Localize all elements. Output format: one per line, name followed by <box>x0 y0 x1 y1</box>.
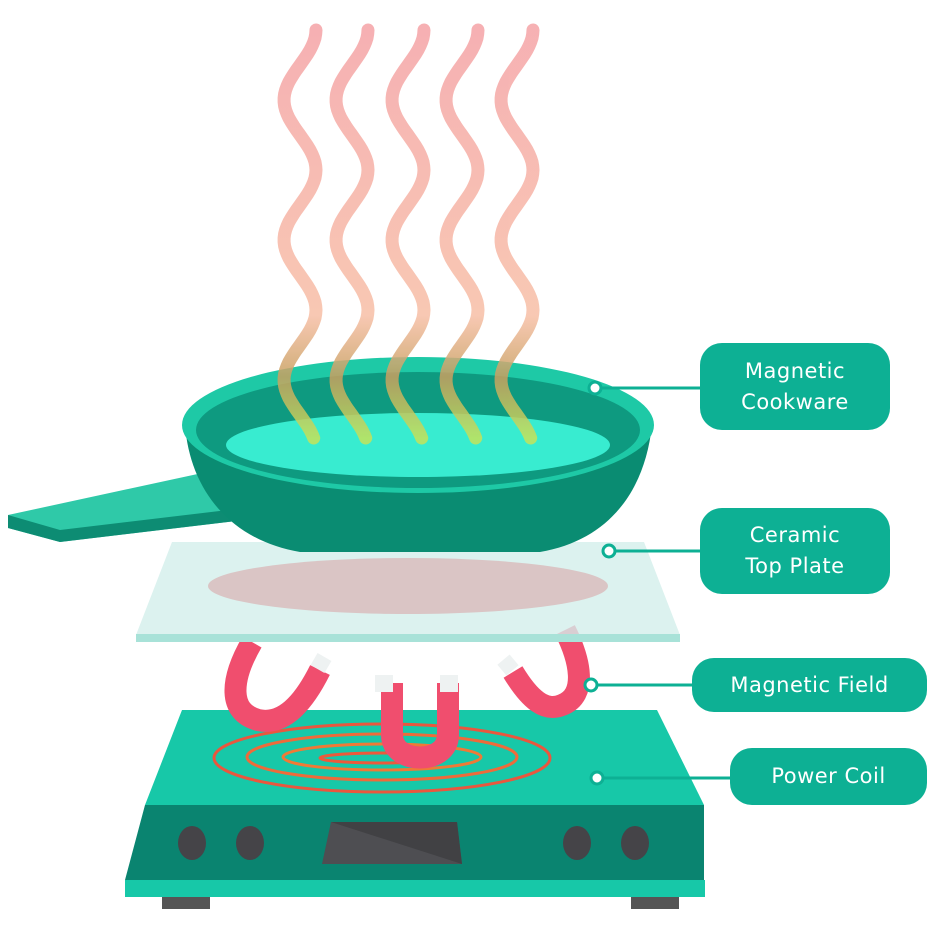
steam-waves <box>277 23 540 445</box>
steam-wave <box>439 23 485 445</box>
steam-wave <box>494 23 540 445</box>
steam-wave <box>385 23 431 445</box>
label-connectors <box>583 380 730 786</box>
steam-wave <box>329 23 375 445</box>
pan-surface <box>226 413 610 477</box>
ceramic-top-plate <box>136 542 680 642</box>
knob-icon <box>178 826 206 860</box>
knob-icon <box>236 826 264 860</box>
knob-icon <box>563 826 591 860</box>
steam-wave <box>277 23 323 445</box>
magnet-right <box>503 625 590 718</box>
label-ceramic-top-plate: Ceramic Top Plate <box>700 508 890 594</box>
magnets <box>224 625 590 769</box>
label-magnetic-cookware: Magnetic Cookware <box>700 343 890 430</box>
stove-base <box>125 880 705 897</box>
knob-icon <box>621 826 649 860</box>
induction-stove <box>125 710 705 909</box>
magnet-center <box>381 683 459 769</box>
label-power-coil: Power Coil <box>730 748 927 805</box>
label-magnetic-field: Magnetic Field <box>692 658 927 712</box>
magnet-left <box>224 636 330 732</box>
